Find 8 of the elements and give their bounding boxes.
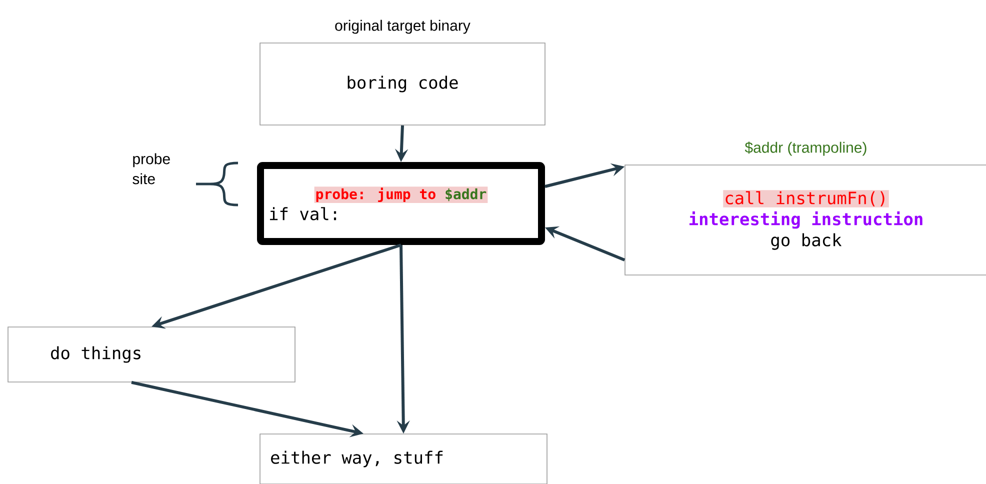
trampoline-box: call instrumFn() interesting instruction go back [624,164,986,276]
bracket-label: probe site [132,153,170,184]
box-heading: original target binary [335,20,470,34]
box-heading: $addr (trampoline) [744,142,866,156]
code-box: either way, stuff [260,434,548,484]
probe-site-box: probe: jump to $addr if val: [257,162,545,245]
code-box: boring code [260,42,546,126]
code-box: do things [8,326,296,382]
